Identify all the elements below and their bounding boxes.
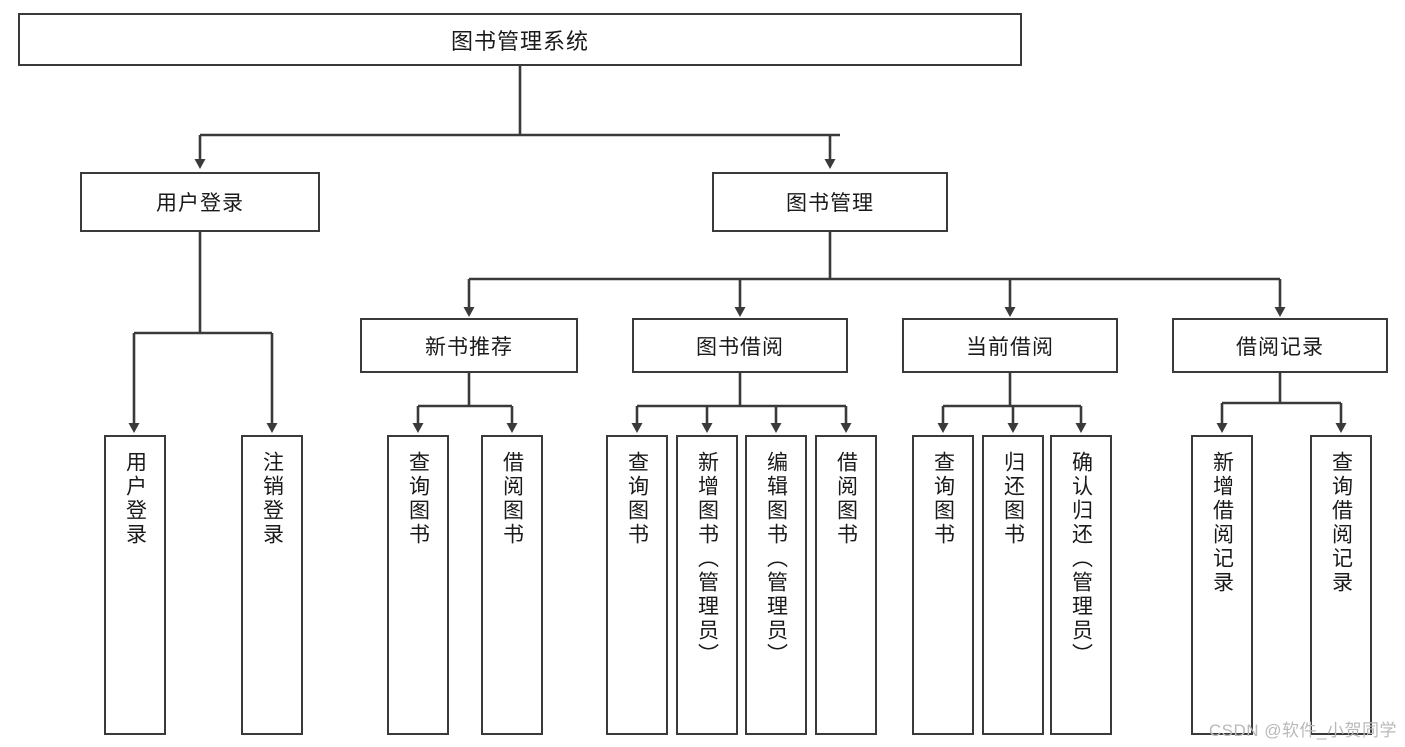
node-label: 用户登录 xyxy=(123,451,147,547)
node-label: 借阅记录 xyxy=(1236,335,1324,359)
node-label: 当前借阅 xyxy=(966,335,1054,359)
node-label: 借阅图书 xyxy=(834,451,858,547)
node-leaf-return-book[interactable]: 归还图书 xyxy=(982,435,1044,735)
node-label: 查询图书 xyxy=(931,451,955,547)
node-leaf-borrow-book-2[interactable]: 借阅图书 xyxy=(815,435,877,735)
node-leaf-query-book-2[interactable]: 查询图书 xyxy=(606,435,668,735)
node-leaf-query-record[interactable]: 查询借阅记录 xyxy=(1310,435,1372,735)
node-label: 查询图书 xyxy=(406,451,430,547)
node-label: 注销登录 xyxy=(260,451,284,547)
node-label: 新增借阅记录 xyxy=(1210,451,1234,595)
node-leaf-logout[interactable]: 注销登录 xyxy=(241,435,303,735)
node-book-manage[interactable]: 图书管理 xyxy=(712,172,948,232)
node-label: 新书推荐 xyxy=(425,335,513,359)
node-leaf-add-record[interactable]: 新增借阅记录 xyxy=(1191,435,1253,735)
node-label: 查询借阅记录 xyxy=(1329,451,1353,595)
node-label: 图书借阅 xyxy=(696,335,784,359)
node-label: 借阅图书 xyxy=(500,451,524,547)
node-label: 图书管理 xyxy=(786,192,874,215)
node-label: 用户登录 xyxy=(156,192,244,215)
node-book-borrow[interactable]: 图书借阅 xyxy=(632,318,848,373)
node-root-system[interactable]: 图书管理系统 xyxy=(18,13,1022,66)
node-leaf-borrow-book-1[interactable]: 借阅图书 xyxy=(481,435,543,735)
node-borrow-record[interactable]: 借阅记录 xyxy=(1172,318,1388,373)
node-leaf-query-book-3[interactable]: 查询图书 xyxy=(912,435,974,735)
node-current-borrow[interactable]: 当前借阅 xyxy=(902,318,1118,373)
node-label: 查询图书 xyxy=(625,451,649,547)
node-leaf-add-book[interactable]: 新增图书（管理员） xyxy=(676,435,738,735)
node-leaf-edit-book[interactable]: 编辑图书（管理员） xyxy=(745,435,807,735)
node-user-login[interactable]: 用户登录 xyxy=(80,172,320,232)
node-leaf-query-book-1[interactable]: 查询图书 xyxy=(387,435,449,735)
node-leaf-confirm-return[interactable]: 确认归还（管理员） xyxy=(1050,435,1112,735)
node-label: 确认归还（管理员） xyxy=(1069,451,1093,667)
node-new-book-recommend[interactable]: 新书推荐 xyxy=(360,318,578,373)
node-label: 图书管理系统 xyxy=(450,28,589,54)
node-label: 归还图书 xyxy=(1001,451,1025,547)
node-leaf-user-login[interactable]: 用户登录 xyxy=(104,435,166,735)
node-label: 编辑图书（管理员） xyxy=(764,451,788,667)
node-label: 新增图书（管理员） xyxy=(695,451,719,667)
watermark: CSDN @软件_小贺同学 xyxy=(1208,721,1397,740)
